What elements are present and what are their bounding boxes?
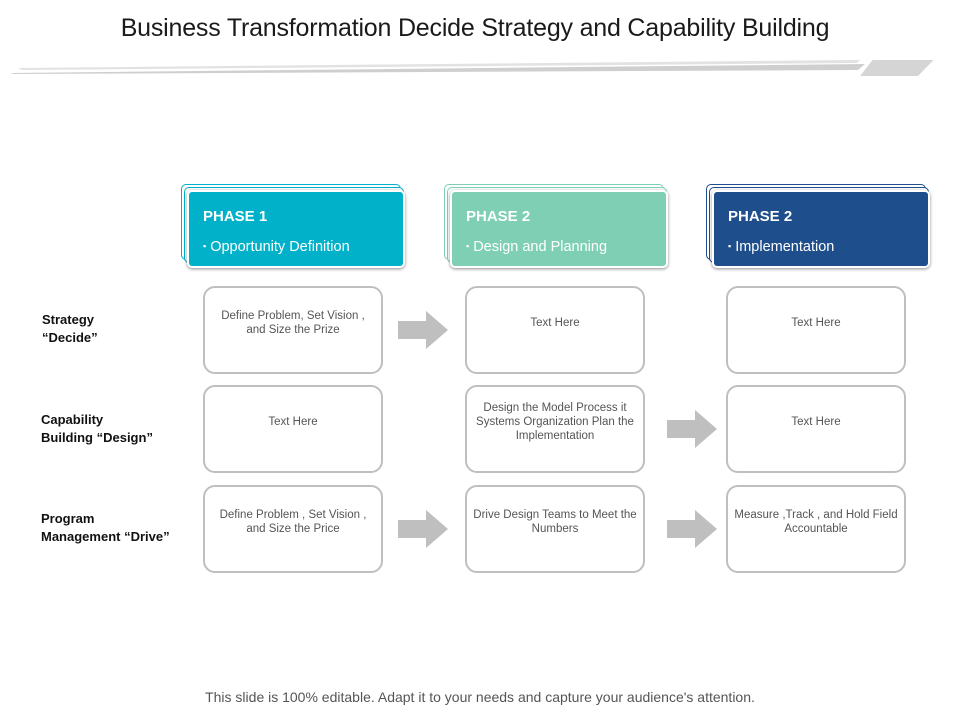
phase-item: ▪Implementation [728,239,835,255]
phase-item: ▪Opportunity Definition [203,239,350,255]
bullet-icon: ▪ [466,241,470,251]
cell-capability-phase3: Text Here [726,385,906,473]
title-underline-decoration [0,60,960,80]
phase-card: PHASE 2 ▪Design and Planning [450,190,668,268]
cell-strategy-phase1: Define Problem, Set Vision , and Size th… [203,286,383,374]
arrow-right-icon [667,509,717,549]
phase-header-1: PHASE 1 ▪Opportunity Definition [181,184,409,272]
cell-program-phase1: Define Problem , Set Vision , and Size t… [203,485,383,573]
slide-title: Business Transformation Decide Strategy … [120,14,830,42]
bullet-icon: ▪ [203,241,207,251]
cell-program-phase2: Drive Design Teams to Meet the Numbers [465,485,645,573]
row-label-strategy: Strategy “Decide” [42,312,98,345]
cell-capability-phase2: Design the Model Process it Systems Orga… [465,385,645,473]
phase-title: PHASE 1 [203,208,268,225]
arrow-right-icon [398,310,448,350]
row-label-capability: Capability Building “Design” [41,412,153,445]
phase-header-3: PHASE 2 ▪Implementation [706,184,934,272]
phase-title: PHASE 2 [728,208,793,225]
phase-item: ▪Design and Planning [466,239,608,255]
row-label-program: Program Management “Drive” [41,511,170,544]
cell-capability-phase1: Text Here [203,385,383,473]
footer-note: This slide is 100% editable. Adapt it to… [205,689,755,705]
arrow-right-icon [667,409,717,449]
phase-header-2: PHASE 2 ▪Design and Planning [444,184,672,272]
cell-strategy-phase3: Text Here [726,286,906,374]
bullet-icon: ▪ [728,241,732,251]
phase-title: PHASE 2 [466,208,531,225]
cell-program-phase3: Measure ,Track , and Hold Field Accounta… [726,485,906,573]
phase-card: PHASE 1 ▪Opportunity Definition [187,190,405,268]
arrow-right-icon [398,509,448,549]
phase-card: PHASE 2 ▪Implementation [712,190,930,268]
cell-strategy-phase2: Text Here [465,286,645,374]
